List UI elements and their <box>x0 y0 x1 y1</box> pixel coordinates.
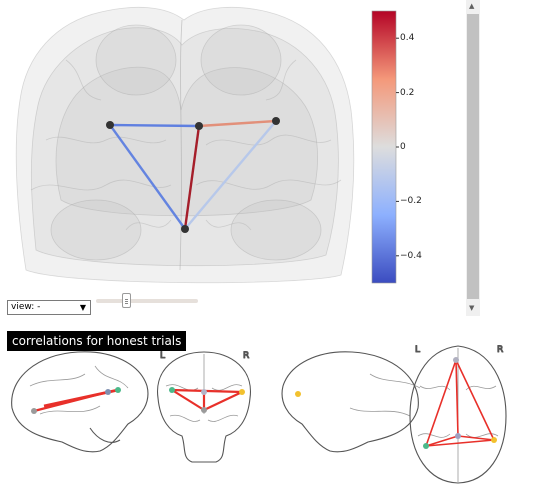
brain-3d-viewer[interactable] <box>6 0 360 290</box>
scroll-down-arrow-icon[interactable]: ▼ <box>469 304 475 312</box>
connection-node[interactable] <box>272 117 280 125</box>
connection-edge <box>198 119 277 128</box>
scroll-up-arrow-icon[interactable]: ▲ <box>469 2 475 10</box>
colorbar: 0.4 0.2 0 −0.2 −0.4 <box>365 0 455 290</box>
vertical-scrollbar[interactable]: ▲ ▼ <box>466 0 480 316</box>
slider-track <box>96 299 198 303</box>
connection-edge <box>109 123 200 128</box>
sagittal-left-view <box>11 351 149 453</box>
plot-title: correlations for honest trials <box>7 331 187 351</box>
slider-handle[interactable] <box>122 293 131 308</box>
colorbar-tick-label: −0.4 <box>400 250 422 261</box>
connectome-nodes <box>106 117 280 233</box>
opacity-slider[interactable] <box>96 292 200 310</box>
colorbar-gradient <box>371 10 399 284</box>
connection-edge <box>109 124 186 230</box>
connection-node[interactable] <box>106 121 114 129</box>
connection-edge <box>184 120 277 230</box>
glass-brain-nodes <box>31 357 497 449</box>
colorbar-tick-label: −0.2 <box>400 196 422 207</box>
left-label: L <box>415 345 420 355</box>
glass-brain-edges <box>33 359 495 447</box>
scrollbar-thumb[interactable] <box>467 14 479 299</box>
brain-surface <box>15 6 355 284</box>
connectome-edges <box>109 119 277 230</box>
right-label: R <box>497 345 503 355</box>
connection-node[interactable] <box>181 225 189 233</box>
colorbar-tick-label: 0.2 <box>400 87 415 98</box>
glass-brain-plot: L R L R <box>11 344 507 484</box>
view-select-value: view: - <box>11 302 41 312</box>
connection-edge <box>183 125 201 230</box>
sagittal-right-view <box>281 351 421 453</box>
right-label: R <box>243 351 249 361</box>
colorbar-tick-label: 0.4 <box>400 33 415 44</box>
colorbar-tick-label: 0 <box>400 142 406 152</box>
chevron-down-icon: ▼ <box>79 303 86 312</box>
left-label: L <box>160 351 165 361</box>
view-select[interactable]: view: - ▼ <box>7 300 91 315</box>
connection-node[interactable] <box>195 122 203 130</box>
